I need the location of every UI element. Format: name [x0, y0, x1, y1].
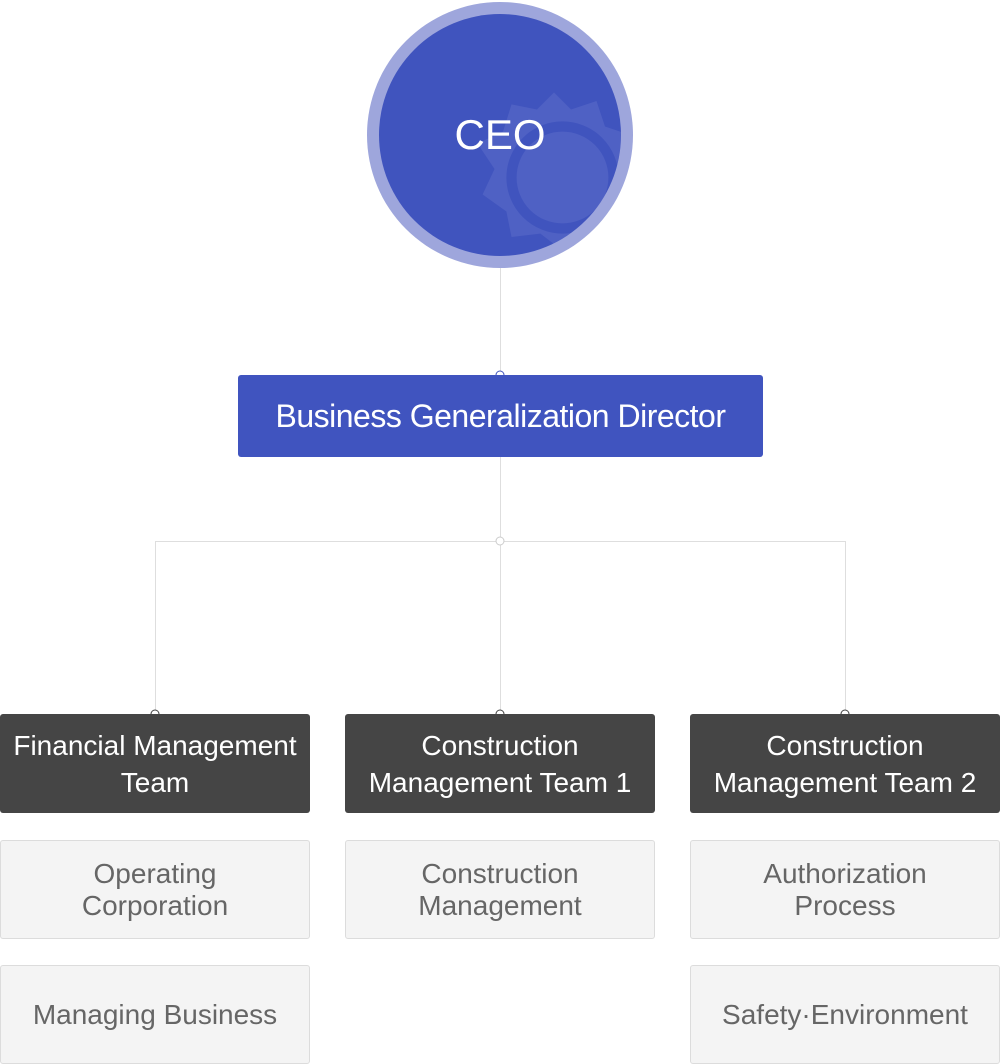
ceo-node: CEO: [367, 2, 633, 268]
director-label: Business Generalization Director: [275, 397, 726, 434]
ceo-label: CEO: [454, 111, 546, 158]
unit-label: Construction Management: [418, 857, 582, 921]
unit-label: Managing Business: [32, 998, 278, 1030]
unit-label: Safety·Environment: [722, 998, 968, 1030]
connector-line: [500, 268, 501, 375]
unit-construction-management: Construction Management: [345, 840, 655, 939]
team-construction-management-2: Construction Management Team 2: [690, 714, 1000, 813]
unit-authorization-process: Authorization Process: [690, 840, 1000, 939]
unit-label: Authorization Process: [763, 857, 927, 921]
connector-dot: [495, 536, 505, 546]
unit-managing-business: Managing Business: [0, 965, 310, 1064]
connector-line: [155, 541, 156, 714]
director-node: Business Generalization Director: [238, 375, 763, 457]
connector-line: [500, 457, 501, 714]
team-financial-management: Financial Management Team: [0, 714, 310, 813]
team-label: Construction Management Team 2: [713, 729, 977, 798]
team-label: Financial Management Team: [13, 729, 297, 798]
team-label: Construction Management Team 1: [368, 729, 632, 798]
unit-operating-corporation: Operating Corporation: [0, 840, 310, 939]
team-construction-management-1: Construction Management Team 1: [345, 714, 655, 813]
unit-label: Operating Corporation: [81, 857, 229, 921]
unit-safety-environment: Safety·Environment: [690, 965, 1000, 1064]
emblem-watermark-icon: [477, 92, 621, 251]
connector-line: [845, 541, 846, 714]
